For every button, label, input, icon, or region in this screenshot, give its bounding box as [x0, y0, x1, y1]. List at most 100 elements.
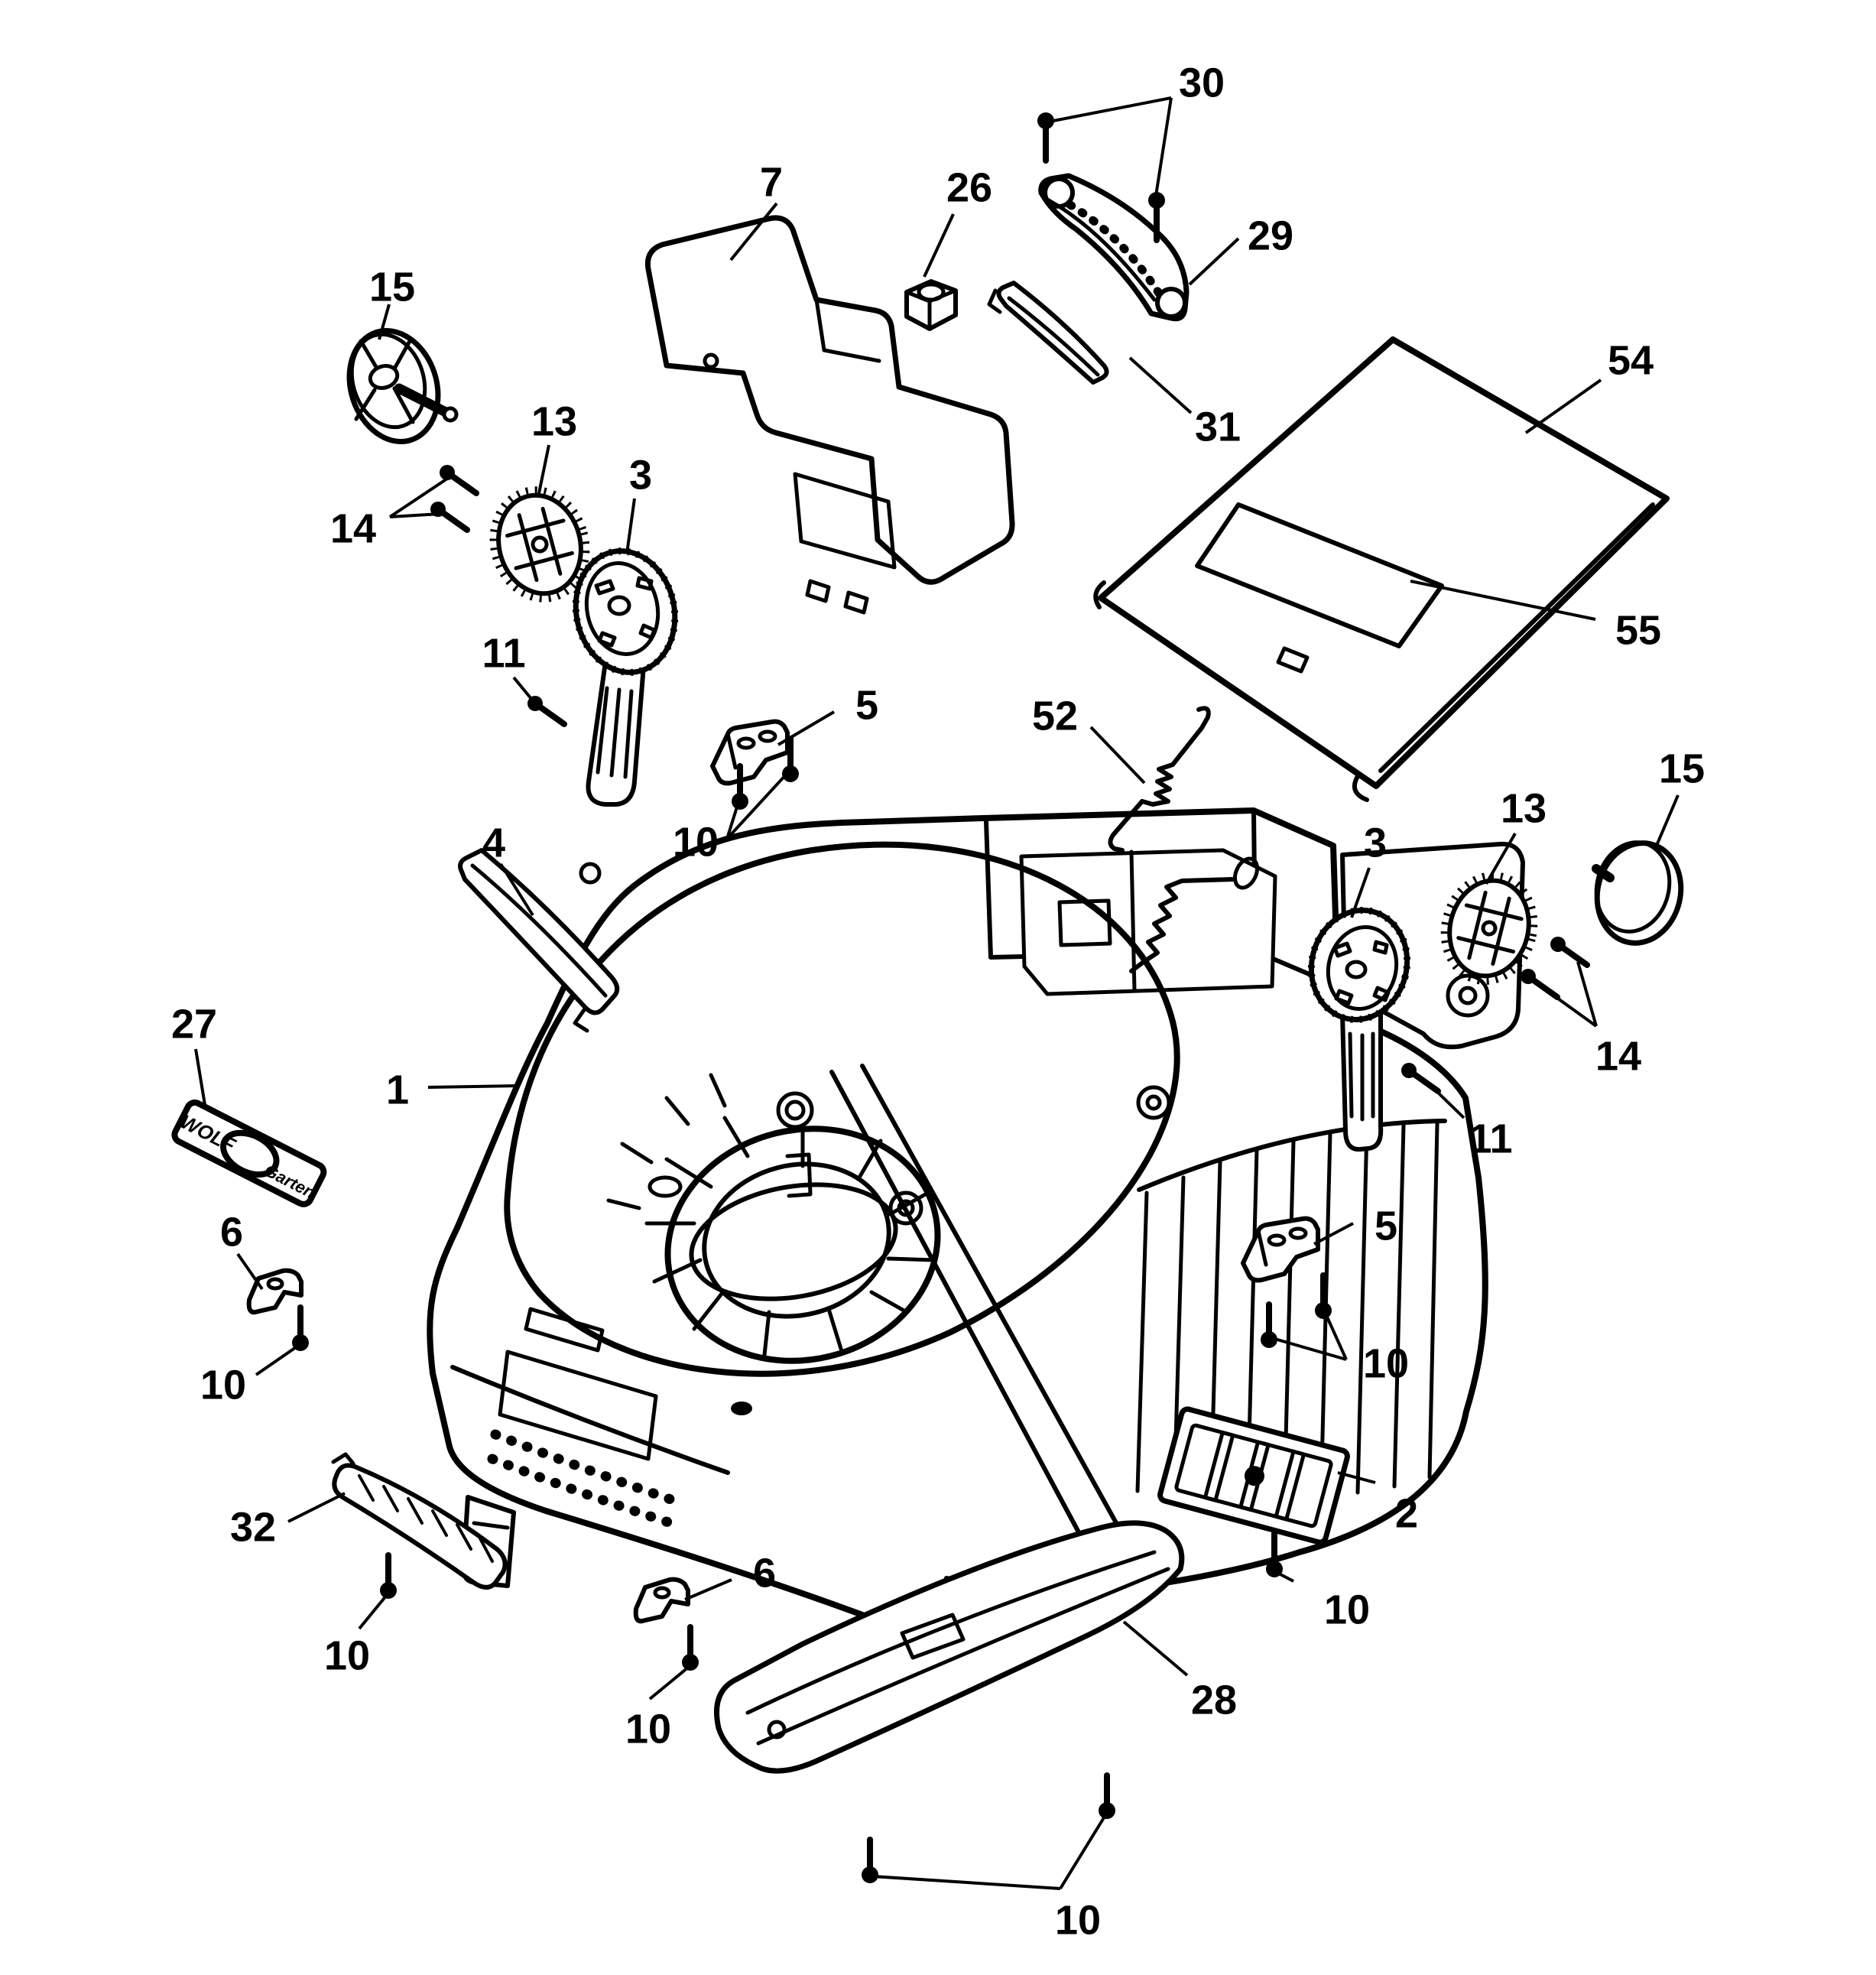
wheel-cap-left: [346, 328, 459, 444]
line-art-detail: [692, 1291, 724, 1331]
rear-cover-panel: [1093, 336, 1670, 802]
cover-strip: [458, 848, 620, 1033]
leader-line: [1324, 1313, 1348, 1360]
callout-label-15: 15: [369, 264, 415, 310]
leader-line: [388, 476, 451, 518]
line-art-detail: [664, 1157, 713, 1189]
leader-line: [648, 1665, 690, 1701]
leader-line: [1654, 794, 1680, 848]
line-art-detail: [857, 1139, 883, 1180]
line-art-detail: [767, 1720, 787, 1739]
line-art-detail: [1481, 920, 1498, 937]
line-art-detail: [332, 1463, 508, 1590]
line-art-detail: [1355, 1126, 1369, 1495]
leader-line: [1128, 356, 1193, 414]
line-art-detail: [524, 1307, 605, 1353]
callout-label-11: 11: [1469, 1116, 1512, 1161]
blade-housing-ring: [606, 1073, 941, 1415]
line-art-detail: [644, 215, 1015, 585]
line-art-detail: [917, 282, 946, 302]
line-art-detail: [703, 352, 719, 369]
callout-label-29: 29: [1248, 213, 1293, 258]
line-art-detail: [249, 1271, 301, 1313]
leader-line: [287, 1492, 346, 1523]
line-art-detail: [368, 364, 400, 390]
line-art-detail: [596, 686, 634, 779]
callout-label-11: 11: [482, 630, 525, 676]
leader-line: [1524, 378, 1602, 434]
line-art-detail: [1594, 840, 1672, 934]
line-art-detail: [504, 841, 1180, 1377]
line-art-detail: [1136, 1085, 1171, 1120]
leader-line: [194, 1048, 206, 1106]
leader-line: [1154, 97, 1173, 197]
callout-label-10: 10: [625, 1706, 671, 1752]
leader-line: [427, 1084, 521, 1089]
tension-spring: [1108, 706, 1211, 853]
callout-label-10: 10: [200, 1362, 246, 1408]
handle-bracket: [644, 215, 1015, 615]
line-art-detail: [1232, 856, 1260, 890]
leader-line: [1313, 1222, 1354, 1246]
leader-line: [1053, 96, 1172, 122]
line-art-detail: [793, 472, 897, 570]
line-art-detail: [722, 1116, 750, 1158]
callout-label-27: 27: [171, 1001, 217, 1047]
callout-label-3: 3: [629, 452, 652, 498]
line-art-detail: [380, 1555, 397, 1599]
height-lever-left: [572, 547, 679, 807]
line-art-detail: [579, 862, 602, 885]
line-art-detail: [220, 1129, 280, 1178]
callout-label-15: 15: [1659, 745, 1705, 791]
bushing-block: [904, 279, 958, 331]
leader-line: [389, 512, 441, 518]
leader-line: [872, 1875, 1061, 1890]
callout-label-10: 10: [324, 1632, 370, 1678]
line-art-detail: [490, 1429, 683, 1507]
line-art-detail: [489, 486, 590, 603]
leader-line: [625, 498, 636, 554]
leader-line: [1410, 580, 1596, 621]
line-art-detail: [487, 1454, 686, 1532]
callout-label-4: 4: [482, 820, 505, 866]
line-art-detail: [358, 1474, 494, 1563]
line-art-detail: [1099, 1775, 1115, 1819]
callout-label-10: 10: [673, 819, 719, 865]
line-art-detail: [829, 1064, 1140, 1576]
line-art-detail: [430, 502, 467, 530]
line-art-detail: [1244, 1466, 1264, 1486]
leader-lines-layer: [194, 96, 1680, 1890]
line-art-detail: [1108, 799, 1144, 853]
line-art-detail: [472, 1521, 510, 1530]
leader-line: [1188, 237, 1240, 286]
line-art-detail: [636, 1580, 688, 1622]
line-art-detail: [505, 506, 574, 583]
callout-label-31: 31: [1195, 404, 1241, 450]
callout-label-14: 14: [330, 505, 376, 551]
line-art-detail: [594, 576, 657, 648]
line-art-detail: [682, 1627, 699, 1671]
line-art-detail: [1129, 877, 1235, 973]
callout-label-55: 55: [1615, 607, 1661, 653]
leader-line: [1434, 1089, 1465, 1119]
line-art-detail: [1332, 940, 1391, 1005]
line-art-detail: [450, 1365, 730, 1475]
line-art-detail: [1345, 960, 1368, 979]
leader-line: [1350, 867, 1371, 918]
callout-label-10: 10: [1363, 1340, 1409, 1386]
mulch-grate: [1157, 1406, 1350, 1545]
leader-line: [1277, 1571, 1294, 1583]
line-art-detail: [1145, 1094, 1162, 1111]
leader-line: [1271, 1337, 1347, 1361]
leader-line: [1122, 1620, 1189, 1677]
callout-label-7: 7: [760, 159, 783, 205]
line-art-detail: [776, 1091, 814, 1129]
wheel-cap-right: [1592, 840, 1684, 946]
line-art-detail: [888, 1191, 923, 1226]
leader-line: [777, 710, 836, 746]
line-art-detail: [1057, 898, 1112, 947]
line-art-detail: [1140, 762, 1175, 807]
leader-line: [725, 771, 790, 840]
gear-disc-left: [489, 486, 590, 603]
gear-disc-right: [1440, 872, 1538, 985]
